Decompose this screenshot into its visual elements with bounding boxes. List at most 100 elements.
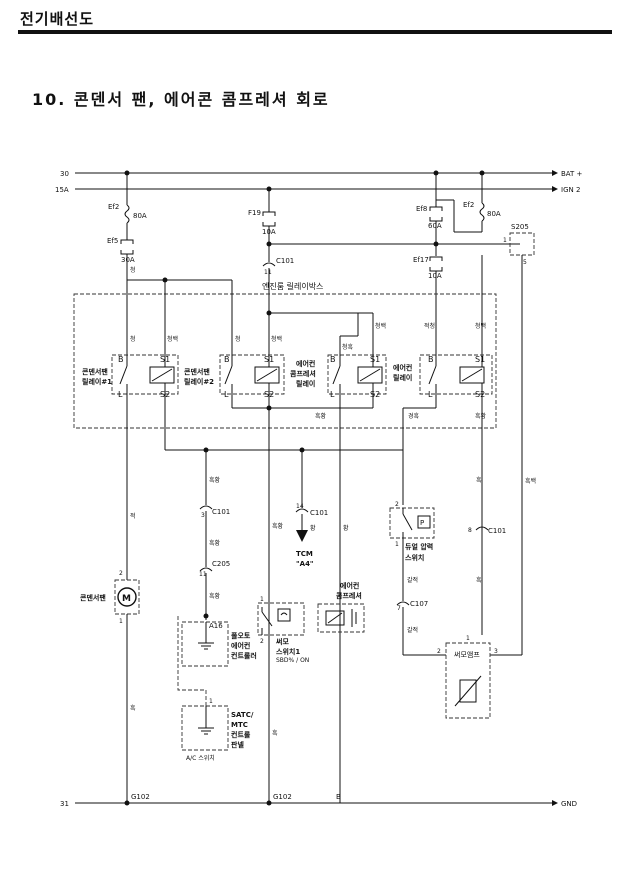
connector-c205-label: C205 [212,560,230,568]
connector-s205-label: S205 [511,223,529,231]
pressure-symbol: P [420,519,424,527]
connector-c101-tcm-pin: 14 [296,503,304,510]
relay-1-pin-b: B [118,355,124,364]
dual-switch-pin1: 1 [395,541,399,548]
relay-1-name1: 콘덴서팬 [82,367,108,376]
connector-c101-top-pin: 11 [264,269,272,276]
header-rule [18,30,612,34]
relay-3-name3: 릴레이 [296,379,315,388]
wire-heuk-label-1: 흑 [130,704,136,712]
relay-box [73,293,497,429]
compressor-line1: 에어컨 [340,581,359,590]
satc-line1: SATC/ [231,711,254,719]
fuse-ef17-name: Ef17 [413,256,429,264]
bus-15a-label: 15A [55,186,69,194]
relay-3-pin-b: B [330,355,336,364]
connector-c205-pin: 11 [199,571,207,578]
ac-compressor [317,603,365,633]
wire-label-gyeongheuk: 경흑 [408,412,420,420]
dual-switch-line1: 듀얼 압력 [405,542,433,551]
connector-c101-tcm-label: C101 [310,509,328,517]
ground-g102-a: G102 [131,793,150,801]
fuse-ef2-right [436,173,485,233]
thermo-amp-pin3: 3 [494,648,498,655]
thermo-pin1: 1 [260,596,264,603]
bus-lines [75,170,558,806]
wire-heukhwang-label-b: 흑황 [209,539,221,547]
gnd-label: GND [561,800,577,808]
relay-2-pin-l: L [224,390,229,399]
wire-cheong-label: 청 [130,267,136,274]
relay-2-name1: 콘덴서팬 [184,367,210,376]
connector-c107-label: C107 [410,600,428,608]
compressor-line2: 콤프레셔 [336,591,362,600]
thermo-amp-pin2: 2 [437,648,441,655]
satc-caption: A/C 스위치 [186,754,215,762]
satc-pin: 1 [209,698,213,705]
full-auto-line3: 컨트롤러 [231,651,257,660]
wire-heuk-label-4: 흑 [476,576,482,584]
relay-2-pin-b: B [224,355,230,364]
connector-c107-pin: 7 [397,605,401,612]
fuse-ef5-name: Ef5 [107,237,118,245]
junction-dot [203,613,209,619]
wire-label-r3-b: 청흑 [342,343,354,351]
fuse-f19 [262,189,276,262]
thermo-switch [257,602,305,636]
relay-2 [219,354,285,395]
wire-label-r4-s1: 청백 [475,322,486,330]
wire-heuk-label-3: 흑 [476,476,482,484]
satc-panel [181,705,229,751]
wire-label-r1-b: 청 [130,336,136,343]
satc-line4: 판넬 [231,740,244,749]
relay-4-pin-b: B [428,355,434,364]
dual-pressure-switch [389,507,435,539]
satc-line3: 컨트롤 [231,730,251,739]
bat-plus-label: BAT + [561,170,583,178]
relay-2-name2: 릴레이#2 [184,377,214,386]
wire-label-r1-s1: 청백 [167,335,178,343]
motor-symbol: M [122,594,131,604]
relay-4-name1: 에어컨 [393,363,412,372]
fuse-ef2-left [124,173,130,240]
ign2-label: IGN 2 [561,186,580,194]
fuse-f19-rating: 10A [262,228,276,236]
relay-1-pin-l: L [118,390,123,399]
wire-label-r2-b: 청 [235,336,241,343]
relay-3-pin-l: L [330,390,335,399]
diagram-title: 10. 콘덴서 팬, 에어콘 콤프레셔 회로 [32,90,330,109]
thermo-line1: 써모 [276,637,289,646]
tcm-arrow [296,530,308,542]
tcm-line2: "A4" [296,560,314,568]
junction-dot [162,277,168,283]
relay-3-name1: 에어컨 [296,359,315,368]
motor-pin1: 1 [119,618,123,625]
bus-31-label: 31 [60,800,69,808]
connector-c101-r-label: C101 [488,527,506,535]
section-header: 전기배선도 [20,10,95,28]
relay-box-label: 엔진룸 릴레이박스 [262,281,323,291]
fuse-f19-name: F19 [248,209,261,217]
relay-4-pin-s1: S1 [475,355,485,364]
connector-c101-a-pin: 3 [201,512,205,519]
dual-switch-line2: 스위치 [405,553,424,562]
junction-dot [266,800,272,806]
ground-b-label: B [336,793,341,801]
wire-hwang-label-2: 황 [343,524,349,532]
relay-1-name2: 릴레이#1 [82,377,112,386]
fuse-ef8-rating: 60A [428,222,442,230]
fuse-ef17-rating: 10A [428,272,442,280]
fuse-ef8 [429,173,443,256]
fuse-ef17 [429,256,443,355]
relay-3-pin-s1: S1 [370,355,380,364]
relay-3 [327,354,387,395]
thermo-pin2: 2 [260,638,264,645]
connector-c101-tcm [295,508,309,513]
connector-s205-pin1: 1 [503,237,507,244]
wire-label-r4-b: 적청 [424,323,435,330]
junction-dot [124,800,130,806]
wire-gamjeok-label-2: 갈적 [407,626,418,634]
wire-label-heukhwang-2: 흑황 [475,412,487,420]
full-auto-controller [181,621,229,667]
